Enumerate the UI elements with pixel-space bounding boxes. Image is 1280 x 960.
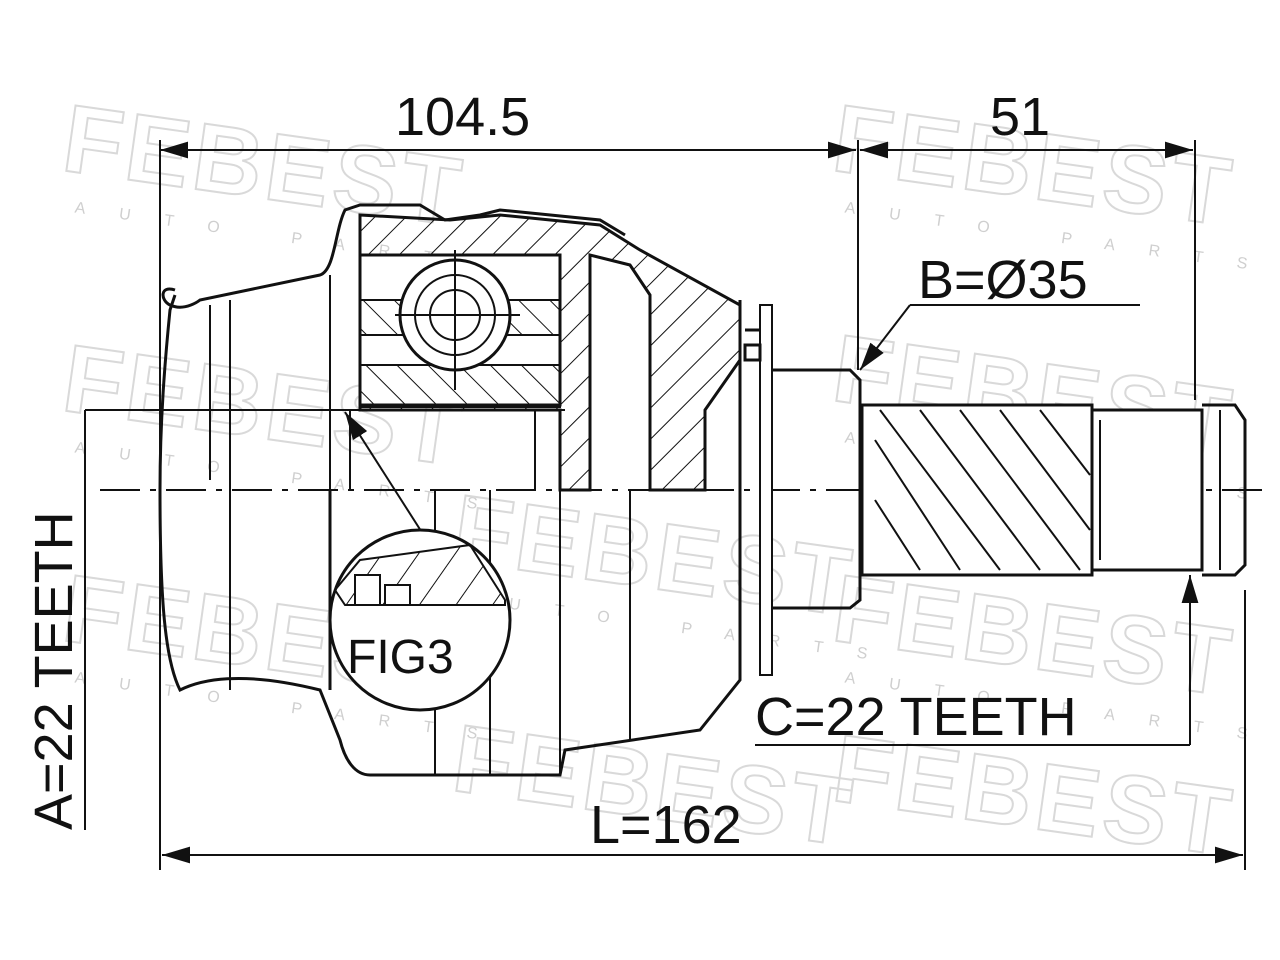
cv-joint-body [158,203,1247,777]
dimension-length: L=162 [590,795,742,855]
detail-label: FIG3 [347,631,454,684]
spline-lines [874,409,1091,571]
dimension-diameter: B=Ø35 [918,250,1088,310]
fig3-detail: FIG3 [328,528,512,712]
dimension-top-left: 104.5 [395,87,530,147]
dimension-top-right: 51 [990,87,1050,147]
dimension-inner-teeth: A=22 TEETH [24,511,84,830]
dimension-outer-teeth: C=22 TEETH [755,687,1077,747]
dimension-lines [84,140,1246,870]
